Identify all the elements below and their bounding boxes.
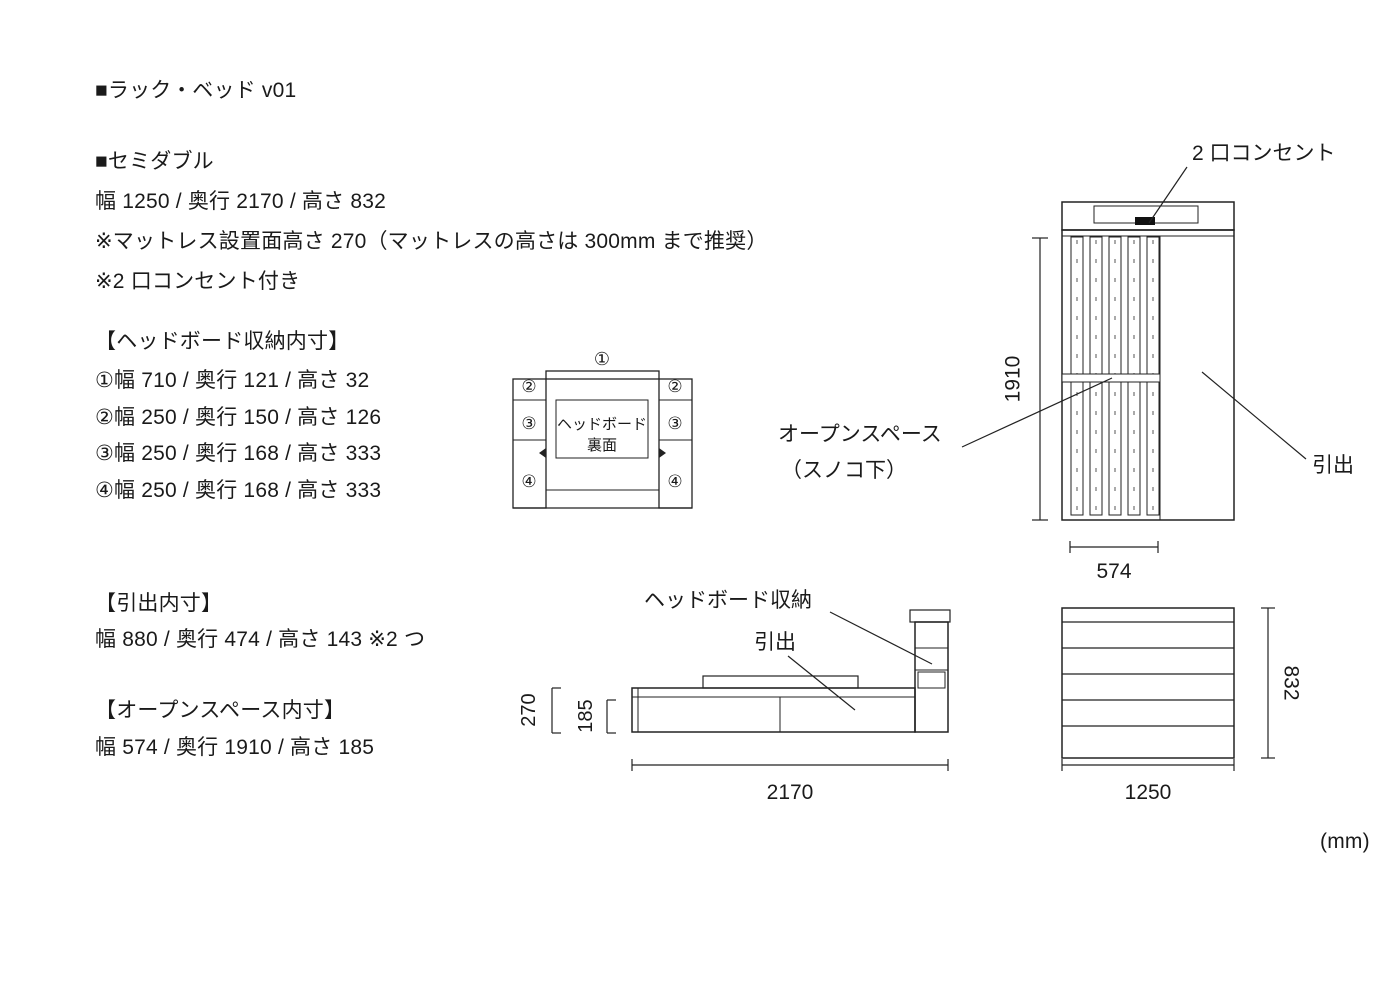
- plan-annotations: [961, 166, 1307, 553]
- side-headboard-cap: [909, 609, 951, 623]
- drawer-dimensions: 幅 880 / 奥行 474 / 高さ 143 ※2 つ: [95, 628, 426, 651]
- rear-num-3-label: ③: [521, 414, 536, 433]
- outlet-leader-line: [1148, 166, 1188, 224]
- open-space-heading: 【オープンスペース内寸】: [95, 699, 346, 722]
- headboard-storage-item-3: ③幅 250 / 奥行 168 / 高さ 333: [95, 442, 382, 465]
- side-drawer-label: 引出: [754, 631, 796, 654]
- dim-1250-label: 1250: [1125, 781, 1172, 804]
- plan-outlet-mark: [1135, 217, 1155, 225]
- headboard-storage-item-2: ②幅 250 / 奥行 150 / 高さ 126: [95, 406, 382, 429]
- side-drawer-leader-line: [787, 655, 856, 711]
- rear-num-2-label: ②: [521, 377, 536, 396]
- dim-832-label: 832: [1280, 665, 1303, 700]
- side-annotations: [551, 611, 949, 771]
- end-outline: [1061, 607, 1235, 759]
- dim-270-label: 270: [518, 693, 540, 726]
- plan-drawer-leader-line: [1201, 371, 1307, 460]
- rear-view: [512, 370, 693, 509]
- end-annotations: [1061, 607, 1275, 771]
- rear-back-panel: [555, 399, 649, 459]
- side-platform: [631, 687, 916, 733]
- rear-num-1-label: ①: [594, 349, 610, 369]
- page-title: ■ラック・ベッド v01: [95, 79, 297, 102]
- rear-num-4-label: ④: [667, 472, 682, 491]
- side-headboard-pocket: [917, 671, 946, 689]
- unit-note: (mm): [1320, 830, 1370, 853]
- drawer-heading: 【引出内寸】: [95, 592, 223, 615]
- plan-drawer-label: 引出: [1312, 454, 1354, 477]
- rear-shelf-clip: [659, 448, 666, 458]
- side-headboard-body: [914, 621, 949, 733]
- outlet-label: 2 口コンセント: [1192, 142, 1336, 165]
- rear-shelf-clip: [539, 448, 546, 458]
- rear-panel-label-1: ヘッドボード: [557, 416, 647, 433]
- headboard-storage-heading: 【ヘッドボード収納内寸】: [95, 330, 350, 353]
- plan-view: [1061, 201, 1235, 521]
- rear-top-board: [545, 370, 660, 380]
- side-mattress-stop: [702, 675, 859, 689]
- dim-2170-label: 2170: [767, 781, 814, 804]
- headboard-storage-item-4: ④幅 250 / 奥行 168 / 高さ 333: [95, 479, 382, 502]
- open-space-dimensions: 幅 574 / 奥行 1910 / 高さ 185: [95, 736, 375, 759]
- rear-num-4-label: ④: [521, 472, 536, 491]
- dim-574-label: 574: [1096, 560, 1131, 583]
- rear-num-2-label: ②: [667, 377, 682, 396]
- open-space-leader-line: [961, 377, 1113, 448]
- side-view: [631, 609, 951, 733]
- open-space-label-1: オープンスペース: [778, 423, 942, 446]
- rear-num-3-label: ③: [667, 414, 682, 433]
- rear-panel-label-2: 裏面: [587, 436, 617, 454]
- mattress-note: ※マットレス設置面高さ 270（マットレスの高さは 300mm まで推奨）: [95, 230, 768, 253]
- headboard-storage-label: ヘッドボード収納: [644, 589, 812, 612]
- size-dimensions: 幅 1250 / 奥行 2170 / 高さ 832: [95, 190, 386, 213]
- size-heading: ■セミダブル: [95, 150, 214, 173]
- headboard-storage-leader-line: [829, 611, 933, 665]
- open-space-label-2: （スノコ下）: [781, 459, 907, 482]
- headboard-storage-item-1: ①幅 710 / 奥行 121 / 高さ 32: [95, 369, 370, 392]
- dim-185-label: 185: [575, 699, 597, 732]
- plan-slats: [1070, 236, 1160, 516]
- outlet-note: ※2 口コンセント付き: [95, 270, 301, 293]
- dim-1910-label: 1910: [1002, 356, 1025, 403]
- end-view: [1061, 607, 1235, 759]
